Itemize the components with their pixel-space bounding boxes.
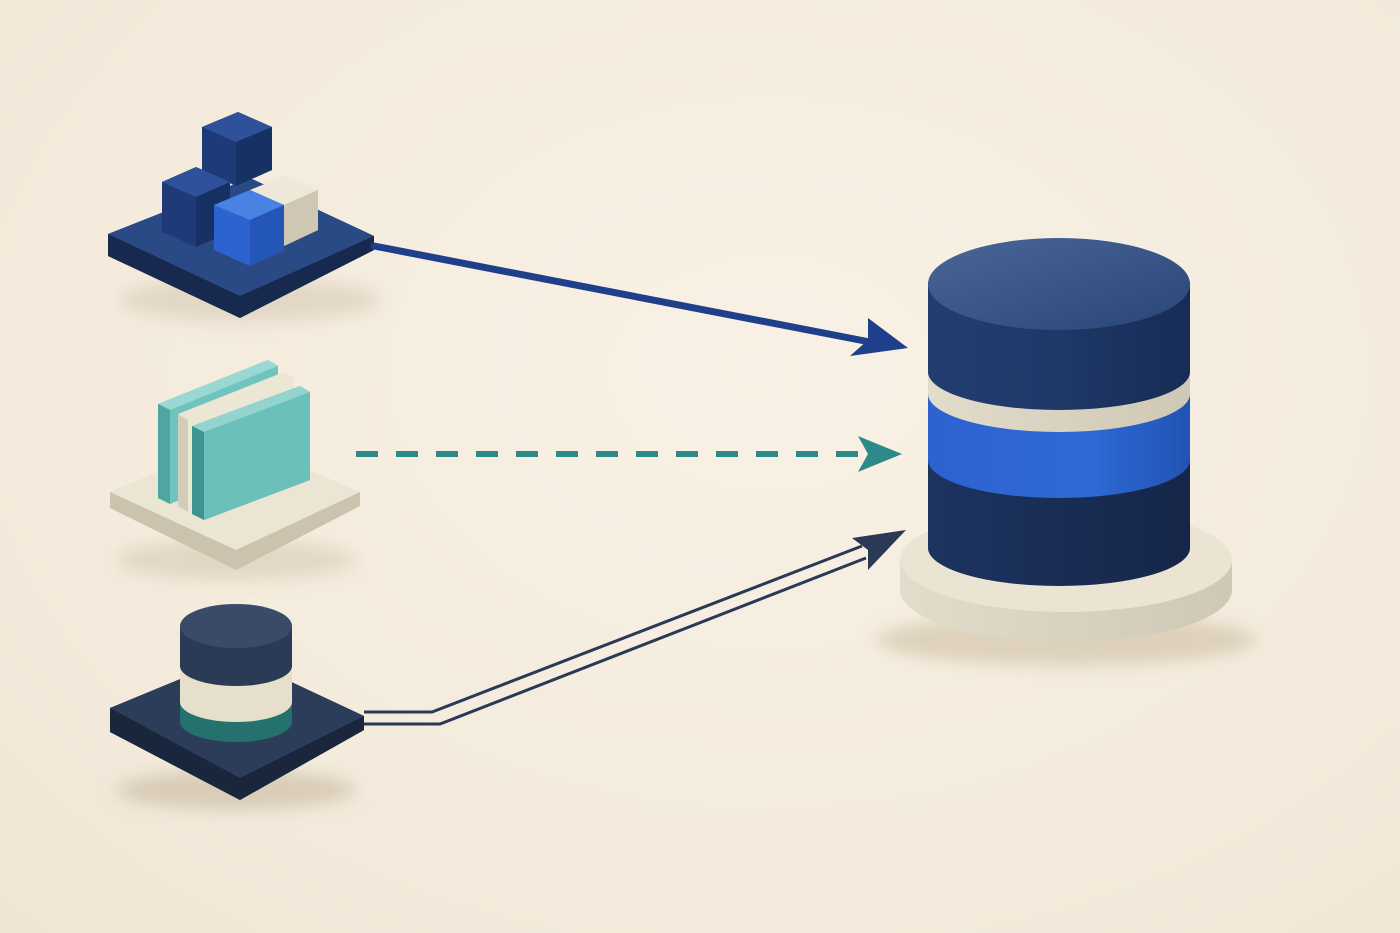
structured-source-node (108, 112, 380, 322)
cylinder-top-face (928, 238, 1190, 330)
document-source-node (110, 360, 360, 580)
database-source-node (110, 604, 364, 810)
navy-block-left (162, 167, 230, 247)
blue-block (214, 190, 284, 266)
central-data-store (876, 238, 1256, 666)
dashed-arrow-connector (356, 436, 902, 472)
navy-block-top (202, 112, 272, 186)
solid-arrow-connector (370, 242, 908, 356)
mini-database-icon (179, 604, 293, 742)
folder-front (192, 386, 310, 520)
double-line-arrow-connector (364, 530, 906, 726)
